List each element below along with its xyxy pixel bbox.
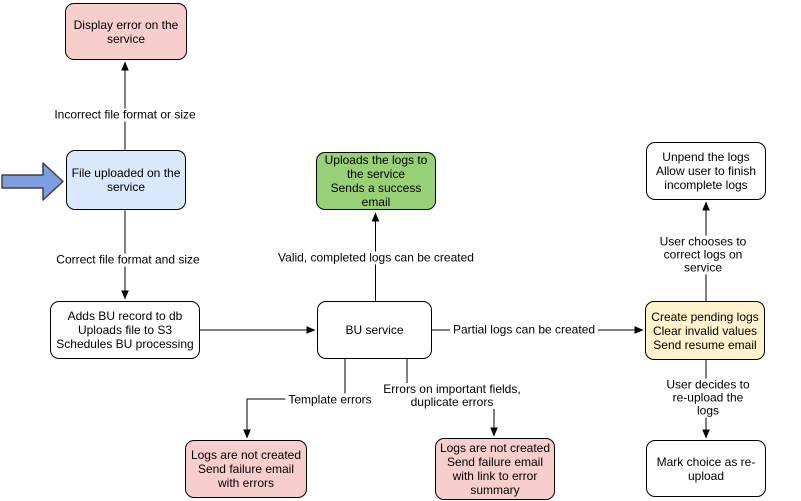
node-uploads-logs-label: Uploads the logs to the service Sends a …	[324, 153, 428, 209]
node-unpend-logs-label: Unpend the logs Allow user to finish inc…	[655, 150, 757, 192]
node-logs-not-created-summary: Logs are not created Send failure email …	[435, 438, 555, 500]
edge-label-partial-logs: Partial logs can be created	[449, 323, 599, 337]
node-file-uploaded: File uploaded on the service	[66, 150, 186, 210]
node-mark-reupload-label: Mark choice as re- upload	[656, 454, 756, 483]
input-arrow-icon	[1, 162, 64, 201]
edge-label-correct-on-service: User chooses to correct logs on service	[654, 235, 752, 275]
node-bu-service: BU service	[317, 301, 432, 359]
edge-label-field-errors: Errors on important fields, duplicate er…	[380, 383, 524, 409]
edge-label-incorrect-format: Incorrect file format or size	[51, 108, 199, 122]
node-logs-not-created-errors-label: Logs are not created Send failure email …	[190, 448, 302, 490]
edge-label-correct-format: Correct file format and size	[53, 253, 203, 267]
node-logs-not-created-errors: Logs are not created Send failure email …	[185, 440, 307, 498]
node-unpend-logs: Unpend the logs Allow user to finish inc…	[646, 142, 766, 200]
node-display-error-label: Display error on the service	[73, 17, 179, 46]
edge-label-reupload-logs: User decides to re-upload the logs	[661, 378, 755, 418]
node-create-pending-logs: Create pending logs Clear invalid values…	[645, 301, 765, 360]
node-mark-reupload: Mark choice as re- upload	[646, 440, 766, 497]
node-adds-bu-record-label: Adds BU record to db Uploads file to S3 …	[56, 309, 194, 351]
node-bu-service-label: BU service	[345, 323, 404, 337]
node-file-uploaded-label: File uploaded on the service	[71, 166, 181, 194]
node-display-error: Display error on the service	[65, 3, 187, 60]
node-logs-not-created-summary-label: Logs are not created Send failure email …	[439, 441, 551, 497]
node-uploads-logs: Uploads the logs to the service Sends a …	[316, 152, 436, 210]
node-create-pending-logs-label: Create pending logs Clear invalid values…	[651, 309, 759, 352]
edge-label-template-errors: Template errors	[285, 393, 375, 407]
edge-label-valid-logs: Valid, completed logs can be created	[275, 251, 477, 265]
node-adds-bu-record: Adds BU record to db Uploads file to S3 …	[50, 301, 200, 359]
